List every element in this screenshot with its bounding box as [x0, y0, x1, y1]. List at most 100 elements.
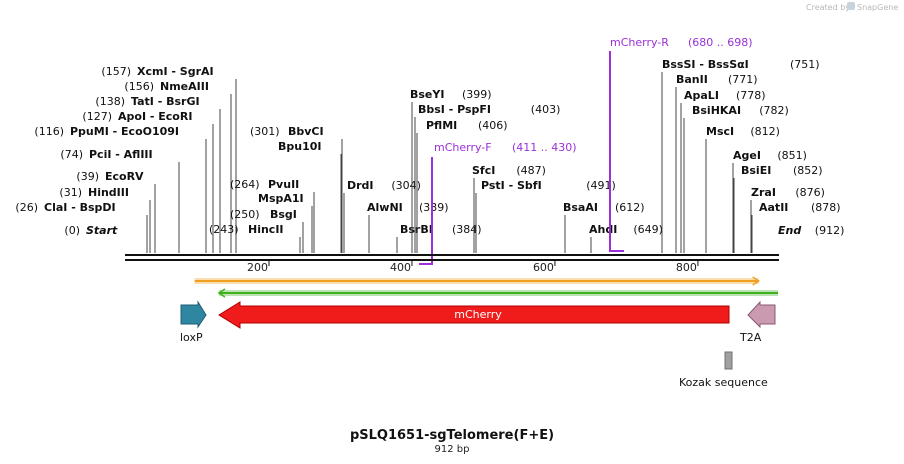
- site-label-aatii: AatII: [759, 201, 788, 214]
- site-position-end: (912): [815, 224, 845, 237]
- site-label-msci: MscI: [706, 125, 734, 138]
- site-position-bsssi-bsss-i: (751): [790, 58, 820, 71]
- site-position-hincii: (243): [209, 223, 239, 236]
- feature-label-mcherry: mCherry: [454, 308, 502, 321]
- site-position-bsaai: (612): [615, 201, 645, 214]
- primers: mCherry-F (411 .. 430) mCherry-R (680 .. 69…: [419, 36, 753, 265]
- site-label-bpu10i: Bpu10I: [278, 140, 322, 153]
- feature-arrow-mcherry: [218, 301, 730, 329]
- backbone-bottom-strand: [125, 259, 779, 261]
- site-position-ecorv: (39): [76, 170, 99, 183]
- site-label-apoi-ecori: ApoI - EcoRI: [118, 110, 192, 123]
- site-position-pflmi: (406): [478, 119, 508, 132]
- feature-label-loxp: loxP: [180, 331, 203, 344]
- site-label-bsgi: BsgI: [270, 208, 297, 221]
- site-position-banii: (771): [728, 73, 758, 86]
- site-position-bbsi-pspfi: (403): [531, 103, 561, 116]
- primer-label-mcherry-f: mCherry-F: [434, 141, 492, 154]
- site-position-bsrbi: (384): [452, 223, 482, 236]
- tick-label-600: 600: [533, 261, 554, 274]
- ruler-ticks: 200 400 600 800: [247, 261, 699, 274]
- site-label-tati-bsrgi: TatI - BsrGI: [131, 95, 200, 108]
- site-label-bsaai: BsaAI: [563, 201, 598, 214]
- site-position-bsiei: (852): [793, 164, 823, 177]
- site-label-bsiei: BsiEI: [741, 164, 771, 177]
- site-position-zrai: (876): [795, 186, 825, 199]
- site-label-bsihkai: BsiHKAI: [692, 104, 741, 117]
- site-label-end: End: [778, 224, 801, 237]
- site-label-clai-bspdi: ClaI - BspDI: [44, 201, 116, 214]
- site-label-bbvci: BbvCI: [288, 125, 324, 138]
- site-position-pvuii: (264): [230, 178, 260, 191]
- site-label-apali: ApaLI: [684, 89, 719, 102]
- site-position-hindiii: (31): [59, 186, 82, 199]
- site-position-alwni: (339): [419, 201, 449, 214]
- site-label-agei: AgeI: [733, 149, 761, 162]
- site-label-banii: BanII: [676, 73, 708, 86]
- snapgene-logo-icon: [847, 2, 855, 10]
- site-position-bbvci: (301): [250, 125, 280, 138]
- site-position-nmeaiii: (156): [124, 80, 154, 93]
- restriction-sites: Start (0) ClaI - BspDI (26) HindIII (31) EcoRV…: [15, 58, 844, 253]
- site-label-pvuii: PvuII: [268, 178, 299, 191]
- orf-bar-head-1: [217, 288, 226, 298]
- site-label-hincii: HincII: [248, 223, 284, 236]
- created-by-text: Created by: [806, 3, 850, 12]
- site-label-alwni: AlwNI: [367, 201, 403, 214]
- site-label-pcii-afliii: PciI - AflIII: [89, 148, 153, 161]
- feature-box-kozak-sequence: [724, 351, 733, 370]
- site-position-psti-sbfi: (491): [586, 179, 616, 192]
- site-label-bseyi: BseYI: [410, 88, 444, 101]
- site-position-bsgi: (250): [230, 208, 260, 221]
- orf-bar-head-0: [752, 276, 761, 286]
- site-label-ecorv: EcoRV: [105, 170, 144, 183]
- site-position-aatii: (878): [811, 201, 841, 214]
- site-label-bsrbi: BsrBI: [400, 223, 433, 236]
- orf-bars: [194, 276, 778, 298]
- site-position-apoi-ecori: (127): [82, 110, 112, 123]
- primer-arrow-mcherry-f: [419, 157, 433, 265]
- site-label-sfci: SfcI: [472, 164, 495, 177]
- site-position-apali: (778): [736, 89, 766, 102]
- site-position-bsihkai: (782): [759, 104, 789, 117]
- site-label-zrai: ZraI: [751, 186, 776, 199]
- site-label-xcmi-sgrai: XcmI - SgrAI: [137, 65, 214, 78]
- site-position-agei: (851): [777, 149, 807, 162]
- feature-label-kozak-sequence: Kozak sequence: [679, 376, 768, 389]
- site-label-nmeaiii: NmeAIII: [160, 80, 209, 93]
- tick-label-200: 200: [247, 261, 268, 274]
- primer-range-mcherry-r: (680 .. 698): [688, 36, 753, 49]
- feature-label-t2a: T2A: [739, 331, 762, 344]
- site-position-pcii-afliii: (74): [60, 148, 83, 161]
- site-position-bseyi: (399): [462, 88, 492, 101]
- site-position-start: (0): [64, 224, 80, 237]
- site-label-start: Start: [86, 224, 118, 237]
- plasmid-title: pSLQ1651-sgTelomere(F+E): [350, 428, 554, 443]
- tick-label-800: 800: [676, 261, 697, 274]
- primer-label-mcherry-r: mCherry-R: [610, 36, 669, 49]
- site-label-mspa1i: MspA1I: [258, 192, 304, 205]
- feature-arrow-t2a: [747, 300, 776, 329]
- backbone-top-strand: [125, 254, 779, 256]
- site-label-bsssi-bsss-i: BssSI - BssSαI: [662, 58, 749, 71]
- snapgene-brand: SnapGene: [857, 3, 898, 12]
- site-label-ppumi-ecoo109i: PpuMI - EcoO109I: [70, 125, 179, 138]
- site-label-pflmi: PflMI: [426, 119, 457, 132]
- plasmid-length: 912 bp: [435, 444, 470, 455]
- tick-label-400: 400: [390, 261, 411, 274]
- site-position-ahdi: (649): [633, 223, 663, 236]
- site-label-hindiii: HindIII: [88, 186, 129, 199]
- site-position-drdi: (304): [391, 179, 421, 192]
- feature-arrow-loxp: [180, 300, 207, 329]
- primer-range-mcherry-f: (411 .. 430): [512, 141, 577, 154]
- site-label-psti-sbfi: PstI - SbfI: [481, 179, 542, 192]
- site-position-clai-bspdi: (26): [15, 201, 38, 214]
- site-position-xcmi-sgrai: (157): [101, 65, 131, 78]
- site-position-sfci: (487): [516, 164, 546, 177]
- primer-arrow-mcherry-r: [609, 51, 624, 252]
- site-position-msci: (812): [750, 125, 780, 138]
- site-label-bbsi-pspfi: BbsI - PspFI: [418, 103, 491, 116]
- site-label-drdi: DrdI: [347, 179, 374, 192]
